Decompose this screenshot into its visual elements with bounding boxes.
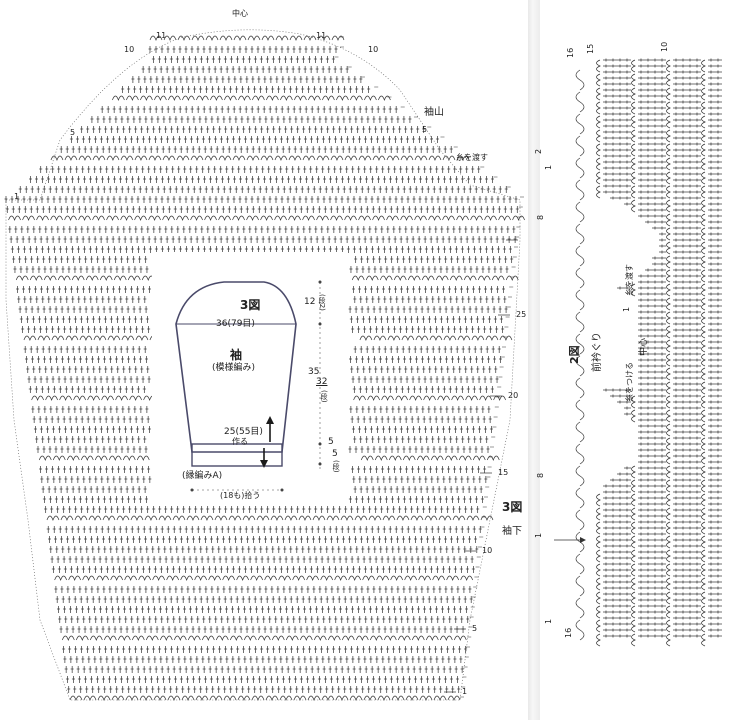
schematic-make-label: 作る — [232, 437, 248, 446]
left-row-1-label: 1 — [14, 192, 20, 201]
top-center-label: 中心 — [232, 9, 248, 18]
left-row-number: 8 — [536, 214, 545, 220]
left-row-number: 1 — [622, 306, 631, 312]
neckline-chart-page: 2図 前衿ぐり 中心 糸をつける 糸を渡す 3図 袖下 16 15 10 2 1… — [502, 0, 736, 720]
neck-stitch-columns — [575, 58, 722, 647]
left-row-5-label: 5 — [70, 128, 76, 137]
schematic-dim-32: 32 — [316, 377, 328, 387]
top-far-right-row-number: 10 — [368, 45, 379, 54]
schematic-dim-32-sub: (段) — [320, 390, 328, 403]
center-label: 中心 — [639, 337, 649, 356]
schematic-pattern-label: (模様編み) — [212, 363, 256, 373]
top-far-left-row-number: 10 — [124, 45, 135, 54]
right-row-5-label: 5 — [422, 125, 428, 134]
right-row-label: 1 — [462, 687, 468, 696]
bottom-row-number: 1 — [544, 618, 553, 624]
schematic-figure-label: 3図 — [240, 298, 261, 312]
right-row-label: 10 — [482, 546, 493, 555]
schematic-base-stitches: 25(55目) — [224, 427, 263, 437]
schematic-dim-12: 12 — [304, 297, 316, 307]
right-row-label: 25 — [516, 310, 527, 319]
schematic-dim-5: 5 — [328, 437, 334, 447]
bottom-row-number: 8 — [536, 472, 545, 478]
schematic-top-stitches: 36(79目) — [216, 319, 255, 329]
front-neck-label: 前衿ぐり — [592, 332, 603, 372]
right-row-label: 20 — [508, 391, 519, 400]
bottom-row-number: 1 — [534, 532, 543, 538]
neckline-stitch-chart — [554, 58, 722, 647]
figure3-label: 3図 — [502, 500, 523, 514]
schematic-dim-5b: 5 — [332, 449, 338, 459]
underarm-label: 袖下 — [502, 526, 522, 537]
sleeve-chart-page: 中心 11 11 10 10 袖山 5 5 糸を渡す 1 2 25 20 15 … — [4, 9, 534, 701]
sleeve-stitch-chart — [4, 29, 525, 701]
sleeve-cap-label: 袖山 — [424, 107, 444, 118]
schematic-dim-35: 35 — [308, 367, 320, 377]
cross-yarn-label: 糸を渡す — [456, 153, 488, 162]
schematic-pickup-label: (18も)拾う — [220, 491, 261, 500]
top-row-number: 16 — [566, 47, 575, 58]
stitch-rows — [4, 35, 525, 701]
top-left-row-number: 11 — [156, 31, 167, 40]
left-row-number: 2 — [534, 148, 543, 154]
attach-yarn-label: 糸をつける — [625, 362, 634, 402]
right-row-label: 15 — [498, 468, 509, 477]
sleeve-outline — [175, 280, 322, 492]
schematic-sleeve-label: 袖 — [230, 348, 243, 362]
page-gutter — [528, 0, 540, 720]
top-right-row-number: 11 — [316, 31, 327, 40]
schematic-dim-12-sub: (段2) — [318, 294, 326, 311]
figure2-label: 2図 — [568, 345, 581, 364]
top-row-number: 10 — [660, 41, 669, 52]
schematic-dim-5-sub: (段) — [332, 460, 340, 473]
cross-yarn-right-label: 糸を渡す — [625, 264, 634, 296]
right-row-label: 5 — [472, 624, 478, 633]
top-row-number: 15 — [586, 43, 595, 54]
left-row-number: 1 — [544, 164, 553, 170]
sleeve-schematic: 3図 36(79目) 袖 (模様編み) 25(55目) 作る (縁編みA) (1… — [152, 252, 348, 504]
bottom-row-number: 16 — [564, 627, 573, 638]
schematic-edge-label: (縁編みA) — [182, 471, 223, 481]
